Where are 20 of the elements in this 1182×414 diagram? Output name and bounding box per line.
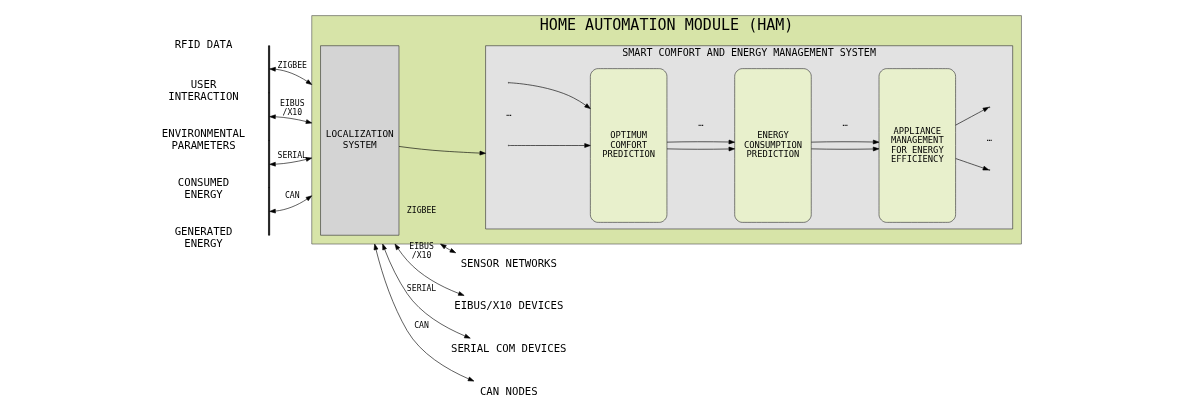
node-text: SERIAL COM DEVICES [451, 342, 567, 356]
label: USER INTERACTION [168, 78, 239, 104]
label: RFID DATA [174, 38, 233, 52]
label: … [986, 132, 993, 143]
edge-label: SERIAL [277, 149, 308, 160]
label: … [698, 117, 704, 128]
label: GENERATED ENERGY [174, 224, 233, 250]
node-text: EIBUS/X10 DEVICES [454, 299, 564, 313]
label: … [842, 117, 848, 128]
label: … [506, 108, 512, 119]
edge-label: SERIAL [406, 283, 437, 294]
edge-label: ZIGBEE [406, 204, 437, 215]
edge-label: CAN [284, 189, 300, 200]
edge-label: ZIGBEE [277, 59, 308, 70]
label: ENVIRONMENTAL PARAMETERS [161, 127, 246, 153]
node-text: CAN NODES [479, 384, 538, 398]
node-text: SENSOR NETWORKS [460, 256, 557, 270]
edge-label: CAN [414, 320, 429, 331]
label: CONSUMED ENERGY [177, 176, 230, 201]
edge-label: EIBUS /X10 [280, 98, 305, 118]
